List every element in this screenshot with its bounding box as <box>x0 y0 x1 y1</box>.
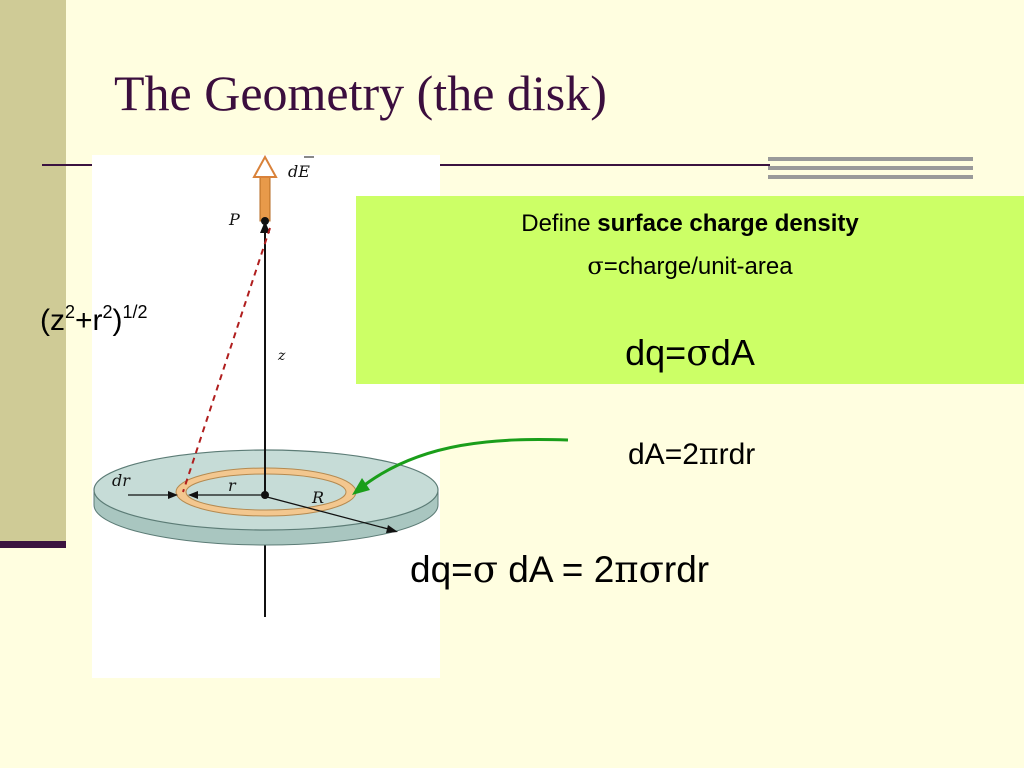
definition-box: Define surface charge density σ=charge/u… <box>356 196 1024 384</box>
distance-exponent: 1/2 <box>122 302 148 322</box>
dr-arrowhead <box>168 491 178 499</box>
distance-square-2: 2 <box>102 302 113 322</box>
r-label: r <box>228 476 237 495</box>
R-label: R <box>311 488 324 507</box>
z-label: z <box>277 348 286 364</box>
decor-bar <box>768 157 973 161</box>
decor-bars <box>768 157 973 179</box>
title-rule-left <box>42 164 92 166</box>
distance-square-1: 2 <box>65 302 76 322</box>
left-decor-underline <box>0 541 66 548</box>
R-arrowhead <box>386 525 398 533</box>
final-b: dA = 2 <box>498 549 615 590</box>
slide-title: The Geometry (the disk) <box>114 65 607 121</box>
decor-bar <box>768 166 973 170</box>
left-decor-band <box>0 0 66 545</box>
green-arrowhead <box>352 478 370 495</box>
R-arrow <box>266 496 393 531</box>
sigma-symbol: σ <box>686 333 711 374</box>
final-c: rdr <box>663 549 710 590</box>
dE-label: dE <box>288 162 310 181</box>
sigma-definition-text: =charge/unit-area <box>603 253 793 280</box>
r-arrowhead <box>188 491 198 499</box>
definition-line: Define surface charge density <box>356 210 1024 238</box>
dr-label: dr <box>112 471 131 490</box>
area-element-equation: dA=2πrdr <box>628 437 755 472</box>
green-pointer-arrow <box>357 438 569 492</box>
distance-plus: +r <box>75 304 103 337</box>
sigma-definition: σ=charge/unit-area <box>356 252 1024 281</box>
dq-left: dq= <box>625 332 687 373</box>
disk-diagram: dE P z dr r R <box>93 155 439 617</box>
sigma-symbol: σ <box>587 252 604 280</box>
charge-element-equation: dq=σ dA = 2πσrdr <box>410 548 709 591</box>
pi-symbol: π <box>698 437 719 472</box>
dE-head <box>252 155 278 178</box>
decor-bar <box>768 175 973 179</box>
final-a: dq= <box>410 549 473 590</box>
sigma-symbol: σ <box>472 548 499 591</box>
define-word: Define <box>521 210 598 237</box>
title-rule-right <box>440 164 770 166</box>
pi-symbol: π <box>614 548 639 591</box>
define-term: surface charge density <box>597 210 859 237</box>
sigma-symbol: σ <box>638 548 664 591</box>
distance-dashed-line <box>182 227 271 493</box>
point-P <box>261 217 269 225</box>
P-label: P <box>228 210 240 229</box>
distance-base: (z <box>40 304 65 337</box>
dq-equation: dq=σdA <box>356 332 1024 374</box>
da-right: rdr <box>718 438 756 471</box>
distance-close: ) <box>112 304 123 337</box>
z-axis-arrowhead <box>260 221 270 233</box>
dq-right: dA <box>710 332 755 373</box>
da-left: dA=2 <box>628 438 699 471</box>
distance-expression: (z2+r2)1/2 <box>40 302 148 338</box>
